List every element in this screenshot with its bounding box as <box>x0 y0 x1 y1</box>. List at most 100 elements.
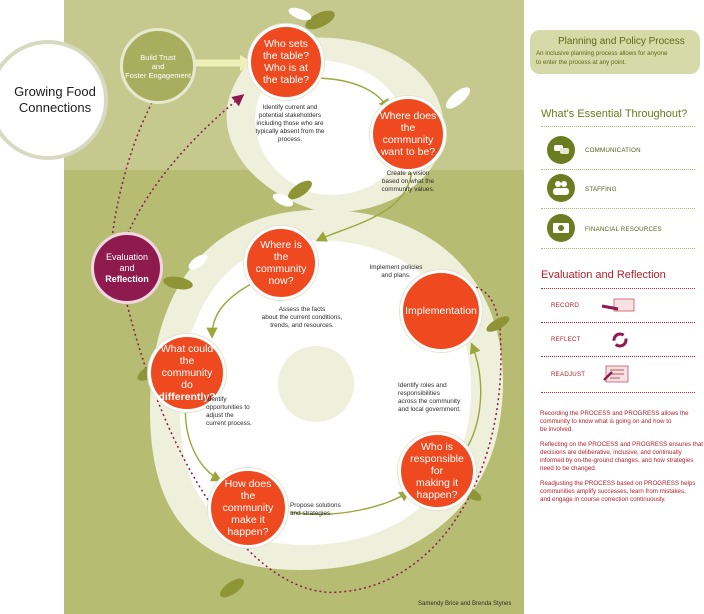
node-label: now? <box>268 275 294 287</box>
desc-line: potential stakeholders <box>258 112 322 119</box>
eval-title: Evaluation and Reflection <box>541 269 666 281</box>
eval-loop-up <box>125 94 245 239</box>
desc-line: Identify <box>206 396 227 403</box>
cycle-node-where-now: Where is the community now? <box>244 226 318 300</box>
desc-line: Propose solutions <box>290 502 341 509</box>
evaluation-node: Evaluation and Reflection <box>91 232 163 304</box>
desc-line: and strategies. <box>290 510 332 517</box>
sidebar-paragraph: Readjusting the PROCESS based on PROGRES… <box>540 480 700 504</box>
node-label: Implementation <box>405 305 477 317</box>
desc-line: community values. <box>381 186 435 193</box>
process-title: Planning and Policy Process <box>558 36 685 47</box>
node-label: Where is <box>260 239 302 251</box>
cycle-arrows-icon <box>610 330 630 355</box>
entry-label: Build Trust <box>140 52 176 62</box>
cycle-node-differently: What could the community do differently? <box>148 334 226 412</box>
node-label: make it happen? <box>227 514 269 538</box>
node-label: the community <box>222 490 274 514</box>
node-label: the community <box>382 122 434 146</box>
eval-label: REFLECT <box>551 336 581 343</box>
essential-label: STAFFING <box>585 186 617 193</box>
process-subtitle: to enter the process at any point. <box>536 59 627 66</box>
entry-label: Foster Engagement <box>125 70 191 80</box>
desc-line: responsibilities <box>398 390 440 397</box>
paragraph-line: and engage in course correction continuo… <box>540 496 666 503</box>
node-label: want to be? <box>380 146 436 158</box>
node-description: Identify current and potential stakehold… <box>238 104 342 144</box>
leaf <box>288 180 312 200</box>
desc-line: including those who are <box>256 120 324 127</box>
node-description: Create a vision based on what the commun… <box>368 170 448 194</box>
desc-line: based on what the <box>381 178 435 185</box>
paragraph-line: need to be changed. <box>540 465 597 472</box>
paragraph-line: informed by on-the-ground changes, and h… <box>540 457 694 464</box>
eval-label: RECORD <box>551 302 580 309</box>
paragraph-line: Reflecting on the PROCESS and PROGRESS e… <box>540 441 704 448</box>
desc-line: trends, and resources. <box>270 322 334 329</box>
essentials-title: What's Essential Throughout? <box>541 108 688 120</box>
desc-line: Implement policies <box>369 264 423 271</box>
node-label: Who sets <box>264 38 308 50</box>
process-subtitle: An inclusive planning process allows for… <box>536 50 668 57</box>
sidebar-paragraph: Reflecting on the PROCESS and PROGRESS e… <box>540 441 704 473</box>
leaf <box>272 193 294 207</box>
speech-bubbles-icon <box>547 136 575 164</box>
leaf <box>305 10 335 30</box>
node-label: What could the <box>160 343 214 367</box>
eval-label: READJUST <box>551 371 586 378</box>
desc-line: typically absent from the <box>255 128 325 135</box>
node-label: Where does <box>379 110 437 122</box>
node-description: Assess the facts about the current condi… <box>246 306 358 330</box>
people-icon <box>547 174 575 202</box>
evaluation-label: Evaluation <box>105 251 149 262</box>
divider <box>541 126 695 127</box>
desc-line: Identify roles and <box>398 382 447 389</box>
desc-line: process. <box>277 136 303 143</box>
title-circle: Growing Food Connections <box>0 40 108 160</box>
entry-label: and <box>151 61 165 71</box>
credit: Samendy Brice and Brenda Stynes <box>418 601 512 607</box>
cycle-node-who-sets-table: Who sets the table? Who is at the table? <box>248 24 324 100</box>
process-box: Planning and Policy Process An inclusive… <box>530 30 700 74</box>
node-label: the table? <box>262 74 310 86</box>
leaf <box>220 578 244 598</box>
page-title: Growing Food Connections <box>14 84 96 115</box>
leaf <box>486 316 510 332</box>
divider <box>541 169 695 170</box>
money-icon <box>547 214 575 242</box>
leaf <box>188 254 208 270</box>
node-description: Implement policies and plans. <box>362 264 430 280</box>
divider <box>541 288 695 289</box>
paragraph-line: community to know what is going on and h… <box>540 418 672 425</box>
desc-line: Identify current and <box>262 104 318 111</box>
desc-line: Create a vision <box>386 170 430 177</box>
desc-line: Assess the facts <box>278 306 326 313</box>
node-description: Identify opportunities to adjust the cur… <box>206 396 276 428</box>
evaluation-label: Reflection <box>105 273 149 284</box>
node-label: Who is at <box>264 62 308 74</box>
desc-line: opportunities to <box>206 404 250 411</box>
leaf <box>288 7 312 21</box>
divider <box>541 356 695 357</box>
eval-loop-bottom <box>125 284 502 594</box>
node-label: responsible for <box>410 453 464 477</box>
connector-2-3 <box>315 167 413 242</box>
paragraph-line: communities amplify successes, learn fro… <box>540 488 686 495</box>
divider <box>541 322 695 323</box>
connector-6-7 <box>467 342 482 447</box>
node-label: How does <box>224 478 272 490</box>
node-label: happen? <box>416 489 458 501</box>
cycle-node-who-responsible: Who is responsible for making it happen? <box>398 432 476 510</box>
desc-line: across the community <box>398 398 461 405</box>
leaf <box>163 276 193 290</box>
desc-line: and local government. <box>398 406 461 413</box>
paragraph-line: decisions are deliberative, inclusive, a… <box>540 449 682 456</box>
node-label: differently? <box>158 391 216 403</box>
connector-5-6 <box>289 490 411 515</box>
entry-node: Build Trust and Foster Engagement <box>120 28 196 104</box>
node-description: Propose solutions and strategies. <box>290 502 360 518</box>
node-label: making it <box>415 477 458 489</box>
desc-line: adjust the <box>206 412 234 419</box>
desc-line: current process. <box>206 420 252 427</box>
